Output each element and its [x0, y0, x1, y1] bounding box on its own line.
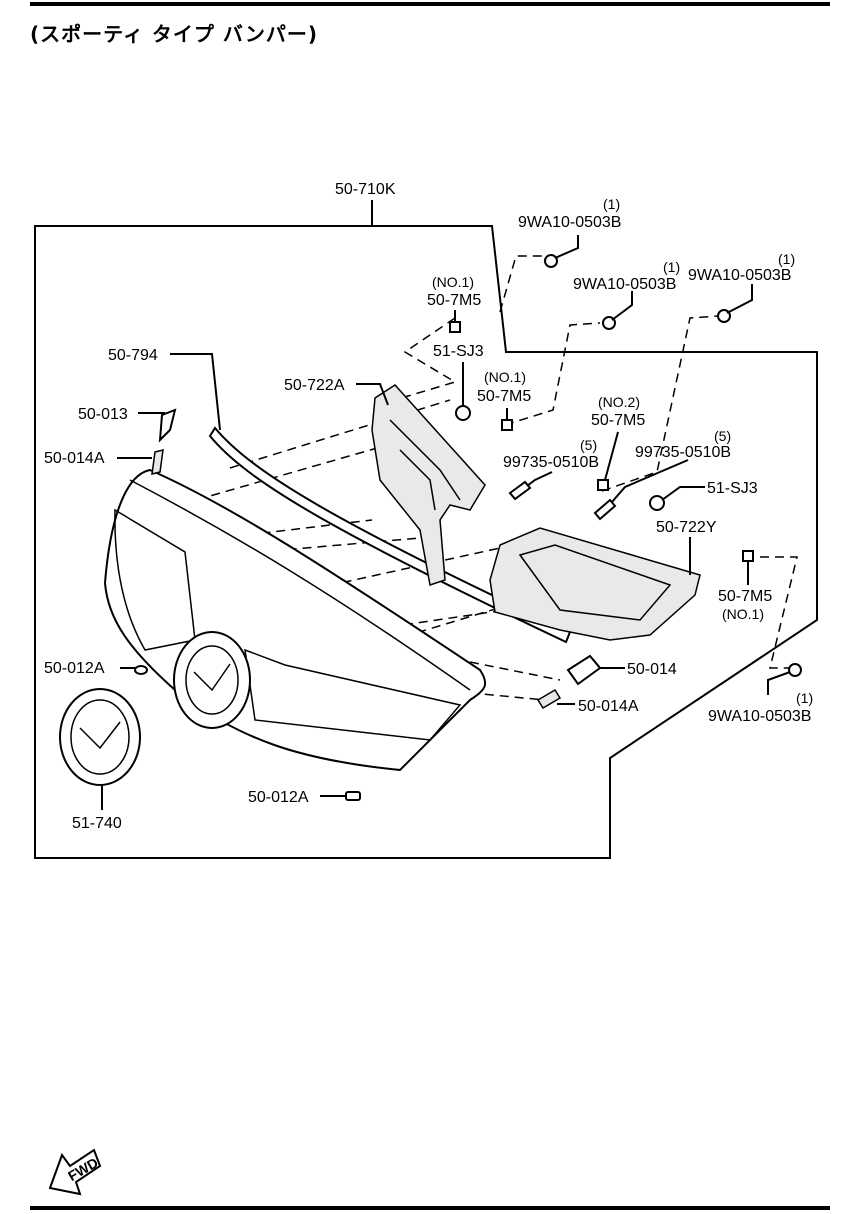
part-labels: 50-710K 50-794 50-722A 50-013 50-014A 50… — [44, 181, 813, 832]
clip-7m5-a — [449, 321, 461, 333]
clip-7m5-d — [742, 550, 754, 562]
label-bracket-left: 50-722A — [284, 377, 345, 394]
label-nut-2: 9WA10-0503B — [573, 276, 676, 293]
bracket-right — [489, 527, 701, 641]
clip-50-012a-left — [134, 665, 148, 675]
label-nut-3-qty: (1) — [778, 251, 795, 267]
label-clip-7m5-c-note: (NO.2) — [598, 394, 640, 410]
label-part-014a-lower: 50-014A — [578, 698, 639, 715]
label-clip-7m5-d: 50-7M5 — [718, 588, 772, 605]
clip-50-012a-bottom — [345, 791, 361, 801]
label-part-014a-upper: 50-014A — [44, 450, 105, 467]
sj3-right — [649, 495, 665, 511]
label-clip-7m5-c: 50-7M5 — [591, 412, 645, 429]
label-molding: 50-794 — [108, 347, 158, 364]
label-clip-7m5-d-note: (NO.1) — [722, 606, 764, 622]
label-clip-left: 50-012A — [44, 660, 105, 677]
label-nut-1-qty: (1) — [603, 196, 620, 212]
label-screw-1: 99735-0510B — [503, 454, 599, 471]
part-50-013 — [158, 408, 177, 443]
nut-4 — [788, 663, 802, 677]
label-clip-7m5-b-note: (NO.1) — [484, 369, 526, 385]
emblem-51-740 — [59, 688, 141, 786]
fwd-label: FWD — [65, 1154, 101, 1184]
leader-lines — [101, 235, 791, 810]
label-emblem: 51-740 — [72, 815, 122, 832]
grille-emblem — [173, 631, 251, 729]
clip-7m5-c — [597, 479, 609, 491]
bottom-rule — [30, 1206, 830, 1210]
clip-7m5-b — [501, 419, 513, 431]
label-screw-2-qty: (5) — [714, 428, 731, 444]
label-clip-7m5-a-note: (NO.1) — [432, 274, 474, 290]
top-rule — [30, 2, 830, 6]
screw-1 — [508, 480, 532, 501]
label-clip-7m5-a: 50-7M5 — [427, 292, 481, 309]
label-nut-1: 9WA10-0503B — [518, 214, 621, 231]
part-50-014a-lower — [536, 688, 562, 710]
label-nut-3: 9WA10-0503B — [688, 267, 791, 284]
label-part-014: 50-014 — [627, 661, 677, 678]
part-50-014a-upper — [151, 449, 164, 475]
label-clip-7m5-b: 50-7M5 — [477, 388, 531, 405]
label-screw-1-qty: (5) — [580, 437, 597, 453]
label-sj3-upper: 51-SJ3 — [433, 343, 484, 360]
page-title: (スポーティ タイプ バンパー) — [30, 22, 319, 46]
label-sj3-right: 51-SJ3 — [707, 480, 758, 497]
label-nut-4: 9WA10-0503B — [708, 708, 811, 725]
label-bracket-right: 50-722Y — [656, 519, 717, 536]
sj3-upper — [455, 405, 471, 421]
label-screw-2: 99735-0510B — [635, 444, 731, 461]
fwd-arrow-icon: FWD — [48, 1148, 102, 1196]
assembly-boundary — [34, 225, 818, 859]
bracket-left — [371, 384, 486, 586]
label-nut-2-qty: (1) — [663, 259, 680, 275]
part-50-014 — [566, 654, 602, 686]
label-part-013: 50-013 — [78, 406, 128, 423]
label-nut-4-qty: (1) — [796, 690, 813, 706]
screw-2 — [593, 498, 617, 521]
label-clip-bottom: 50-012A — [248, 789, 309, 806]
label-assembly: 50-710K — [335, 181, 396, 198]
nut-1 — [544, 254, 558, 268]
